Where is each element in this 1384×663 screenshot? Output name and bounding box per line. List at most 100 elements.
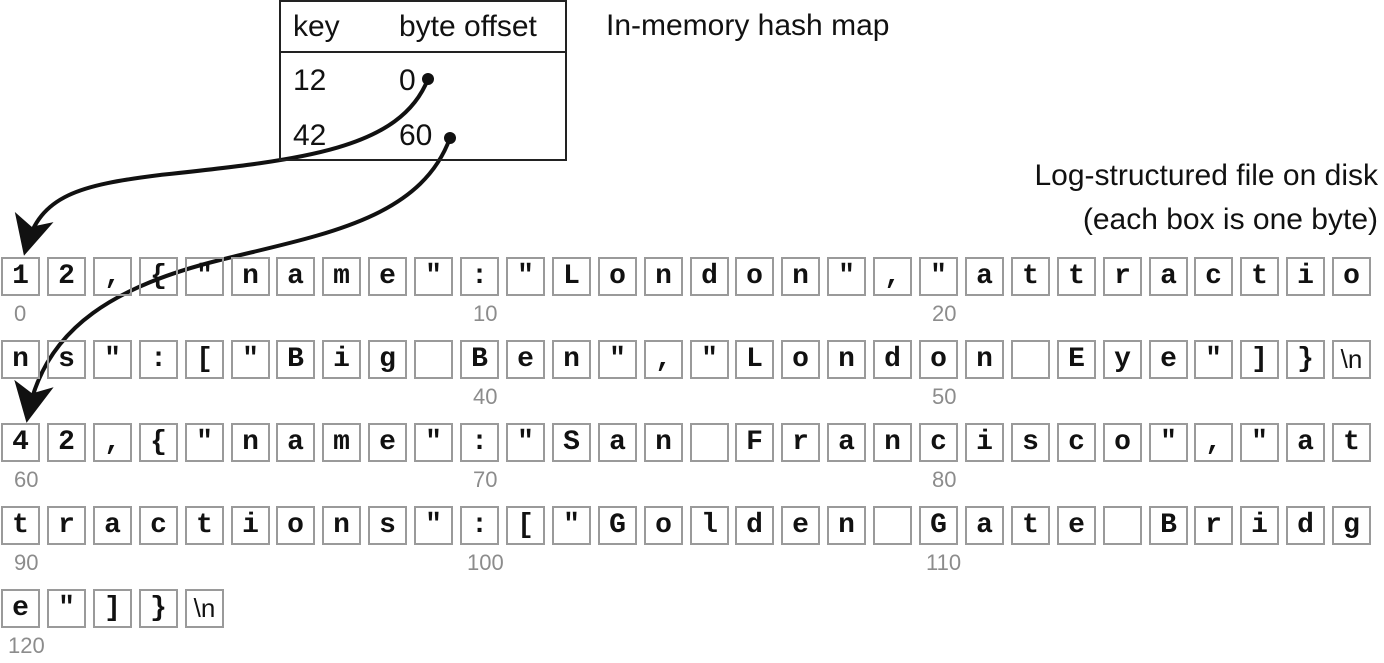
- byte-box: n: [322, 506, 361, 545]
- byte-offset-label: 50: [932, 384, 957, 409]
- byte-box: c: [1194, 257, 1233, 296]
- byte-box: [: [185, 340, 224, 379]
- byte-box: r: [47, 506, 86, 545]
- log-file-title-line2: (each box is one byte): [1082, 203, 1378, 236]
- byte-box: r: [1194, 506, 1233, 545]
- byte-box: [1103, 506, 1142, 545]
- byte-box: n: [552, 340, 591, 379]
- byte-box: ,: [873, 257, 912, 296]
- byte-box: 4: [1, 423, 40, 462]
- byte-box: m: [322, 423, 361, 462]
- byte-box: d: [690, 257, 729, 296]
- byte-box: ]: [1240, 340, 1279, 379]
- byte-box: t: [1240, 257, 1279, 296]
- byte-box: ": [506, 257, 545, 296]
- byte-box: ": [414, 257, 453, 296]
- byte-box: ": [414, 423, 453, 462]
- byte-box: 2: [47, 423, 86, 462]
- byte-box: t: [1, 506, 40, 545]
- byte-offset-label: 80: [932, 467, 957, 492]
- byte-box: s: [47, 340, 86, 379]
- byte-box: [1011, 340, 1050, 379]
- byte-box: t: [1057, 257, 1096, 296]
- byte-box: a: [965, 257, 1004, 296]
- byte-box: i: [231, 506, 270, 545]
- byte-box: ": [552, 506, 591, 545]
- byte-box: e: [368, 423, 407, 462]
- byte-box: [690, 423, 729, 462]
- byte-box: }: [139, 589, 178, 628]
- byte-box: a: [93, 506, 132, 545]
- log-file-title: Log-structured file on disk (each box is…: [1034, 154, 1378, 242]
- byte-box: :: [460, 257, 499, 296]
- byte-box: ,: [1194, 423, 1233, 462]
- byte-box: n: [827, 340, 866, 379]
- byte-box: {: [139, 257, 178, 296]
- byte-box: n: [644, 423, 683, 462]
- byte-box: t: [1011, 257, 1050, 296]
- byte-box: c: [1057, 423, 1096, 462]
- byte-box: o: [1332, 257, 1371, 296]
- byte-box: ": [1149, 423, 1188, 462]
- byte-box: o: [781, 340, 820, 379]
- byte-box: t: [1332, 423, 1371, 462]
- byte-box: g: [1332, 506, 1371, 545]
- row-offset: 0: [399, 64, 416, 97]
- byte-box: ": [1194, 340, 1233, 379]
- byte-offset-label: 100: [467, 550, 504, 575]
- header-key: key: [293, 10, 340, 43]
- byte-box: a: [1286, 423, 1325, 462]
- byte-box: e: [1149, 340, 1188, 379]
- byte-box: e: [506, 340, 545, 379]
- byte-box: [: [506, 506, 545, 545]
- byte-box: ": [231, 340, 270, 379]
- byte-box: a: [276, 423, 315, 462]
- byte-box: ": [598, 340, 637, 379]
- byte-offset-label: 0: [14, 301, 27, 326]
- byte-box: n: [1, 340, 40, 379]
- byte-box: B: [276, 340, 315, 379]
- byte-box: ]: [93, 589, 132, 628]
- header-divider: [281, 51, 565, 53]
- byte-offset-label: 110: [926, 550, 962, 575]
- byte-box: 1: [1, 257, 40, 296]
- byte-box: L: [552, 257, 591, 296]
- byte-box: r: [781, 423, 820, 462]
- byte-box: e: [781, 506, 820, 545]
- byte-box: B: [1149, 506, 1188, 545]
- byte-box: E: [1057, 340, 1096, 379]
- byte-box: r: [1103, 257, 1142, 296]
- byte-box: }: [1286, 340, 1325, 379]
- byte-box: c: [919, 423, 958, 462]
- byte-offset-label: 90: [14, 550, 39, 575]
- byte-box: o: [644, 506, 683, 545]
- byte-box: g: [368, 340, 407, 379]
- byte-box: G: [919, 506, 958, 545]
- byte-box: ": [827, 257, 866, 296]
- byte-offset-label: 120: [8, 633, 45, 658]
- byte-box: F: [735, 423, 774, 462]
- hash-map-table: key byte offset 12 0 42 60: [279, 0, 567, 161]
- byte-box: a: [1149, 257, 1188, 296]
- byte-box: y: [1103, 340, 1142, 379]
- byte-box: o: [1103, 423, 1142, 462]
- byte-box: 2: [47, 257, 86, 296]
- byte-box: ": [1240, 423, 1279, 462]
- row-key: 42: [293, 119, 327, 152]
- hash-map-title: In-memory hash map: [606, 9, 890, 42]
- byte-box: l: [690, 506, 729, 545]
- byte-box: ": [690, 340, 729, 379]
- byte-box: o: [919, 340, 958, 379]
- byte-offset-label: 70: [473, 467, 498, 492]
- byte-box: ": [185, 257, 224, 296]
- byte-box: d: [735, 506, 774, 545]
- byte-box: B: [460, 340, 499, 379]
- byte-box: i: [965, 423, 1004, 462]
- byte-box: \n: [185, 589, 224, 628]
- byte-box: {: [139, 423, 178, 462]
- byte-box: e: [368, 257, 407, 296]
- byte-box: a: [827, 423, 866, 462]
- byte-box: m: [322, 257, 361, 296]
